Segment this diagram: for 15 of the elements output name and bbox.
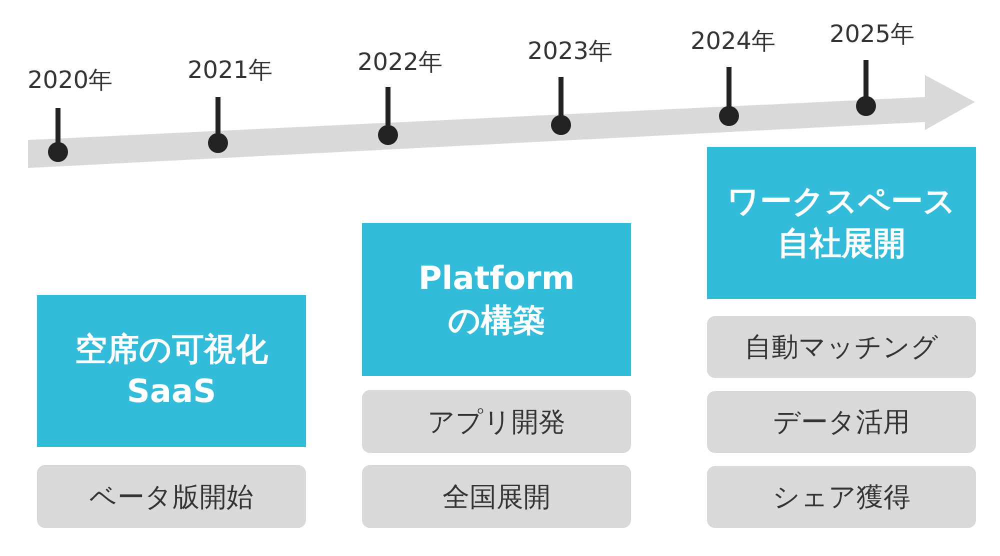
item-box: シェア獲得 bbox=[707, 466, 976, 528]
year-label: 2021年 bbox=[187, 55, 273, 86]
year-label: 2020年 bbox=[27, 65, 113, 96]
item-box: アプリ開発 bbox=[362, 390, 631, 453]
item-box: 全国展開 bbox=[362, 465, 631, 528]
milestone-box: 空席の可視化SaaS bbox=[37, 295, 306, 447]
year-label: 2023年 bbox=[527, 36, 613, 67]
milestone-box: Platformの構築 bbox=[362, 223, 631, 376]
year-label: 2025年 bbox=[829, 19, 915, 50]
year-label: 2022年 bbox=[357, 47, 443, 78]
item-box: データ活用 bbox=[707, 391, 976, 453]
year-label: 2024年 bbox=[690, 26, 776, 57]
milestone-box: ワークスペース自社展開 bbox=[707, 147, 976, 299]
item-box: 自動マッチング bbox=[707, 316, 976, 378]
item-box: ベータ版開始 bbox=[37, 465, 306, 528]
